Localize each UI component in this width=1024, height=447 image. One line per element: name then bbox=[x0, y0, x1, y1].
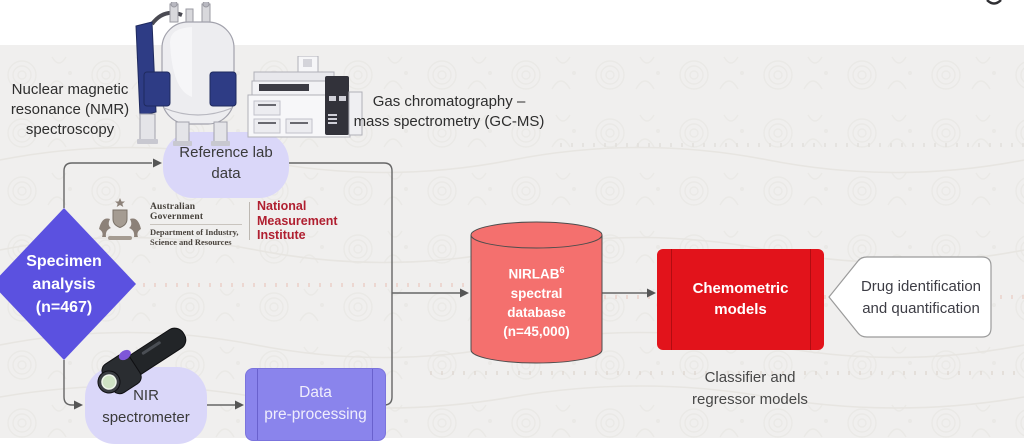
department-name: Department of Industry, Science and Reso… bbox=[150, 227, 239, 247]
gcms-label: Gas chromatography – mass spectrometry (… bbox=[353, 93, 545, 130]
classifier-caption: Classifier and regressor models bbox=[692, 369, 808, 408]
national-measurement-institute-text: National Measurement Institute bbox=[257, 199, 338, 242]
government-title: Australian Government bbox=[150, 202, 204, 222]
nmr-label: Nuclear magnetic resonance (NMR) spectro… bbox=[10, 81, 130, 138]
reference-lab-data-node: Reference lab data bbox=[163, 132, 289, 198]
specimen-analysis-label: Specimen analysis (n=467) bbox=[26, 253, 102, 316]
australian-coat-of-arms-icon bbox=[99, 198, 141, 240]
drug-identification-label: Drug identification and quantification bbox=[860, 278, 982, 317]
logo-rule bbox=[150, 224, 242, 225]
nir-spectrometer-node: NIR spectrometer bbox=[85, 367, 207, 444]
partial-magnifier-icon bbox=[986, 0, 1002, 5]
logo-divider bbox=[249, 202, 250, 240]
australian-government-text: Australian Government Department of Indu… bbox=[150, 202, 248, 247]
nirlab-database-label: NIRLAB6 spectral database (n=45,000) bbox=[503, 265, 570, 339]
data-preprocessing-label: Data pre-processing bbox=[264, 384, 367, 423]
chemometric-models-label: Chemometric models bbox=[692, 280, 789, 318]
